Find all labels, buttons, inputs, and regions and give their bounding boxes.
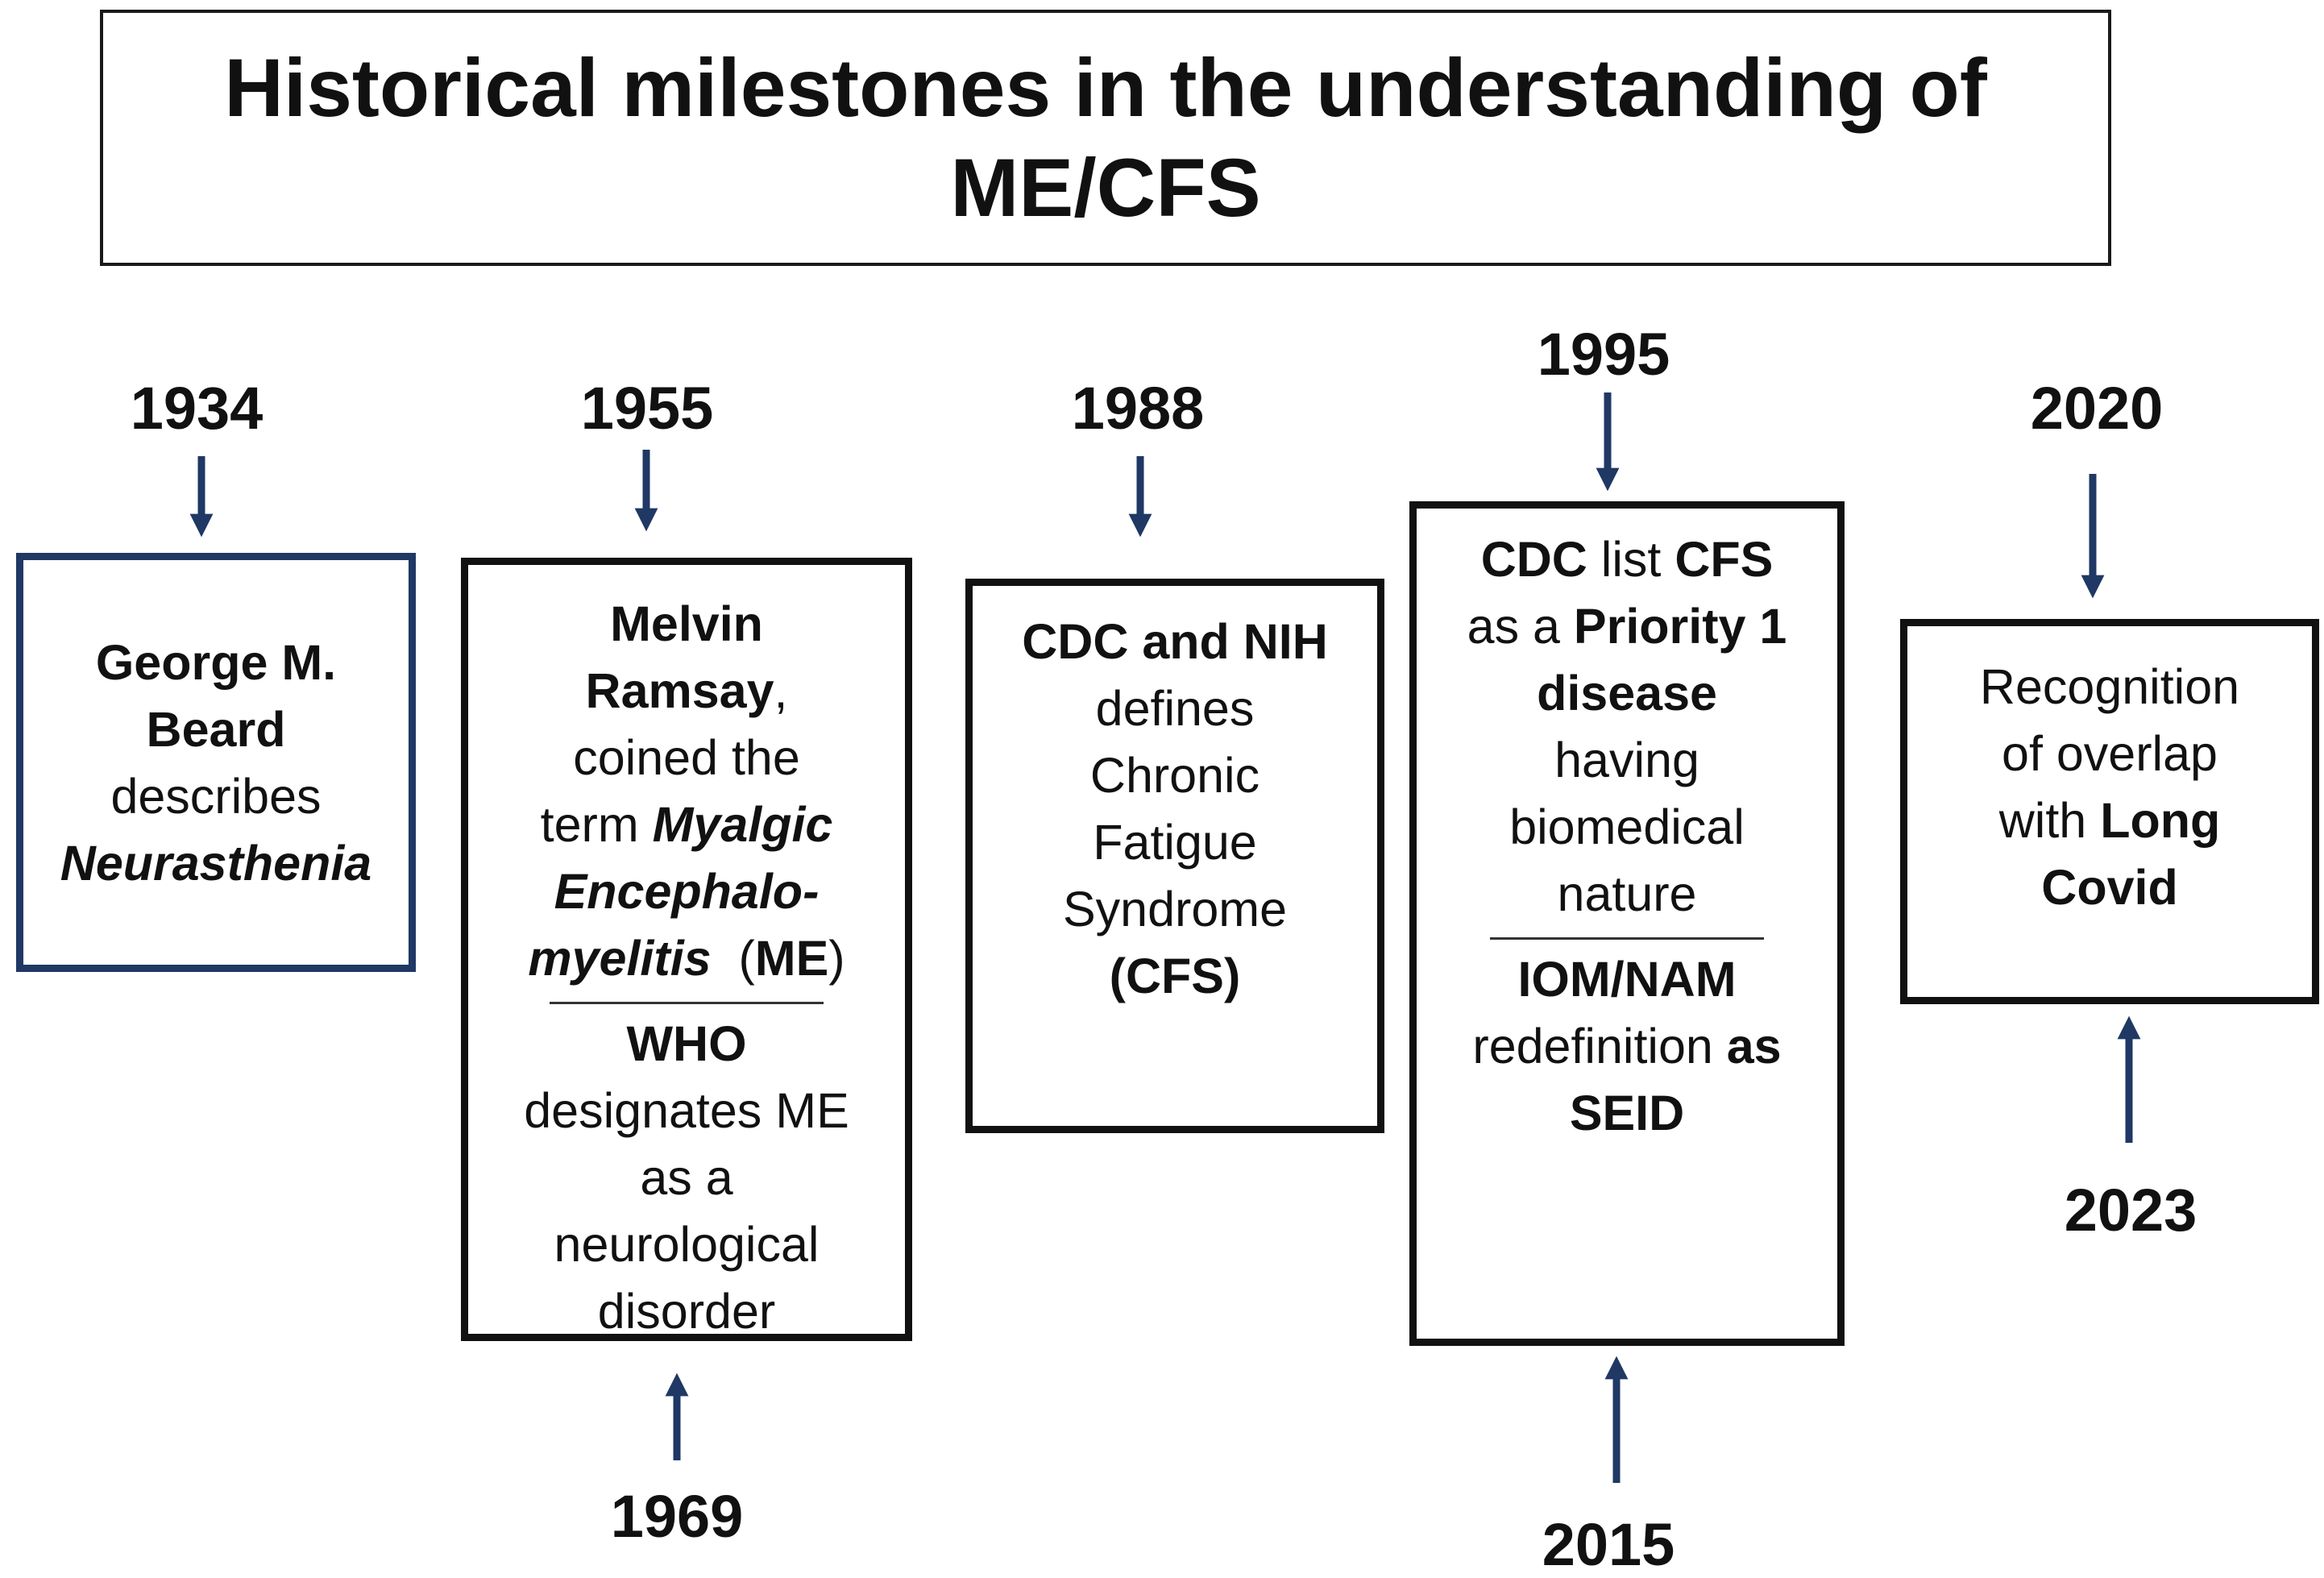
milestone-text-segment: as xyxy=(1726,1019,1782,1073)
milestone-text-line: coined the xyxy=(468,725,905,791)
milestone-text-segment: of overlap xyxy=(2002,726,2218,781)
milestone-text-segment: as a xyxy=(640,1150,733,1205)
milestone-text-line: IOM/NAM xyxy=(1417,946,1837,1013)
milestone-text-segment: Melvin xyxy=(610,596,763,651)
milestone-text-line: myelitis (ME) xyxy=(468,925,905,992)
year-1995: 1995 xyxy=(1537,321,1670,388)
milestone-text-segment: Myalgic xyxy=(652,797,833,852)
milestone-text-segment: neurological xyxy=(554,1217,820,1272)
milestone-text-segment: CDC xyxy=(1480,532,1587,587)
milestone-text-segment: as a xyxy=(1467,599,1574,654)
milestone-text-segment: Beard xyxy=(146,702,286,757)
milestone-text-segment: , xyxy=(774,663,788,718)
milestone-text-line: (CFS) xyxy=(973,943,1377,1010)
milestone-text-segment: designates ME xyxy=(524,1083,849,1138)
milestone-text-segment: disease xyxy=(1537,666,1717,720)
milestone-text-line: disease xyxy=(1417,660,1837,727)
milestone-text-line: Melvin xyxy=(468,591,905,658)
milestone-text-segment: describes xyxy=(110,769,322,824)
milestone-text-segment: with xyxy=(1998,793,2101,848)
milestone-text-segment: coined the xyxy=(573,730,800,785)
milestone-text-line: Neurasthenia xyxy=(23,830,409,897)
milestone-text-line: Encephalo- xyxy=(468,858,905,925)
title-box: Historical milestones in the understandi… xyxy=(100,10,2111,266)
milestone-text-line: Syndrome xyxy=(973,876,1377,943)
milestone-text-segment: Chronic xyxy=(1089,748,1260,803)
milestone-text-line: Ramsay, xyxy=(468,658,905,725)
milestone-text-line: CDC list CFS xyxy=(1417,526,1837,593)
milestone-text-segment: Priority 1 xyxy=(1573,599,1787,654)
milestone-text-line: as a xyxy=(468,1144,905,1211)
year-1955: 1955 xyxy=(580,375,714,442)
milestone-text-segment: George M. xyxy=(95,635,337,690)
milestone-divider xyxy=(550,1002,824,1004)
year-2015: 2015 xyxy=(1542,1511,1675,1578)
milestone-text-segment: (CFS) xyxy=(1109,949,1241,1003)
milestone-text-segment: biomedical xyxy=(1509,799,1745,854)
milestone-text-line: as a Priority 1 xyxy=(1417,593,1837,660)
milestone-text-line: SEID xyxy=(1417,1080,1837,1147)
milestone-text-segment: WHO xyxy=(626,1016,747,1071)
milestone-text-line: Recognition xyxy=(1907,654,2312,720)
milestone-text-line: having xyxy=(1417,727,1837,794)
diagram-title: Historical milestones in the understandi… xyxy=(224,42,1987,234)
milestone-text-segment: term xyxy=(540,797,653,852)
milestone-text-segment: Ramsay xyxy=(585,663,774,718)
milestone-text-line: Beard xyxy=(23,696,409,763)
milestone-text-line: biomedical xyxy=(1417,794,1837,861)
year-1988: 1988 xyxy=(1071,375,1205,442)
milestone-text-segment: nature xyxy=(1557,866,1697,921)
milestone-text-line: redefinition as xyxy=(1417,1013,1837,1080)
milestone-text-line: neurological xyxy=(468,1211,905,1278)
milestone-text-segment: ( xyxy=(711,931,755,986)
milestone-text-segment: Long xyxy=(2100,793,2221,848)
milestone-divider xyxy=(1490,937,1764,940)
milestone-text-segment: myelitis xyxy=(528,931,712,986)
year-2020: 2020 xyxy=(2030,375,2164,442)
milestone-text-line: defines xyxy=(973,675,1377,742)
milestone-text-segment: IOM/NAM xyxy=(1517,952,1737,1007)
milestone-text-segment: list xyxy=(1587,532,1675,587)
milestone-text-line: WHO xyxy=(468,1011,905,1078)
milestone-text-segment: Neurasthenia xyxy=(60,836,372,891)
milestone-text-line: Chronic xyxy=(973,742,1377,809)
milestone-text-segment: Encephalo- xyxy=(554,864,820,919)
milestone-text-segment: CDC and NIH xyxy=(1022,614,1328,669)
milestone-text-line: disorder xyxy=(468,1278,905,1345)
year-1934: 1934 xyxy=(130,375,264,442)
milestone-text-segment: redefinition xyxy=(1472,1019,1727,1073)
milestone-text-segment: ) xyxy=(828,931,845,986)
milestone-text-segment: Recognition xyxy=(1979,659,2240,714)
milestone-text-line: George M. xyxy=(23,629,409,696)
milestone-text-segment: ME xyxy=(754,931,829,986)
milestone-text-segment: Fatigue xyxy=(1093,815,1257,870)
milestone-text-segment: defines xyxy=(1095,681,1255,736)
milestone-text-segment: Syndrome xyxy=(1062,882,1287,936)
milestone-text-line: nature xyxy=(1417,861,1837,928)
milestone-text-line: of overlap xyxy=(1907,720,2312,787)
milestone-text-line: CDC and NIH xyxy=(973,608,1377,675)
milestone-text-line: designates ME xyxy=(468,1078,905,1144)
milestone-text-line: term Myalgic xyxy=(468,791,905,858)
milestone-text-segment: having xyxy=(1554,733,1699,787)
year-1969: 1969 xyxy=(610,1483,744,1550)
milestone-text-line: Fatigue xyxy=(973,809,1377,876)
year-2023: 2023 xyxy=(2064,1177,2197,1244)
milestone-text-segment: disorder xyxy=(597,1284,776,1339)
milestone-text-line: with Long xyxy=(1907,787,2312,854)
milestone-text-segment: CFS xyxy=(1675,532,1774,587)
milestone-text-segment: Covid xyxy=(2041,860,2178,915)
milestone-text-line: Covid xyxy=(1907,854,2312,921)
milestone-text-line: describes xyxy=(23,763,409,830)
milestone-text-segment: SEID xyxy=(1569,1086,1685,1140)
